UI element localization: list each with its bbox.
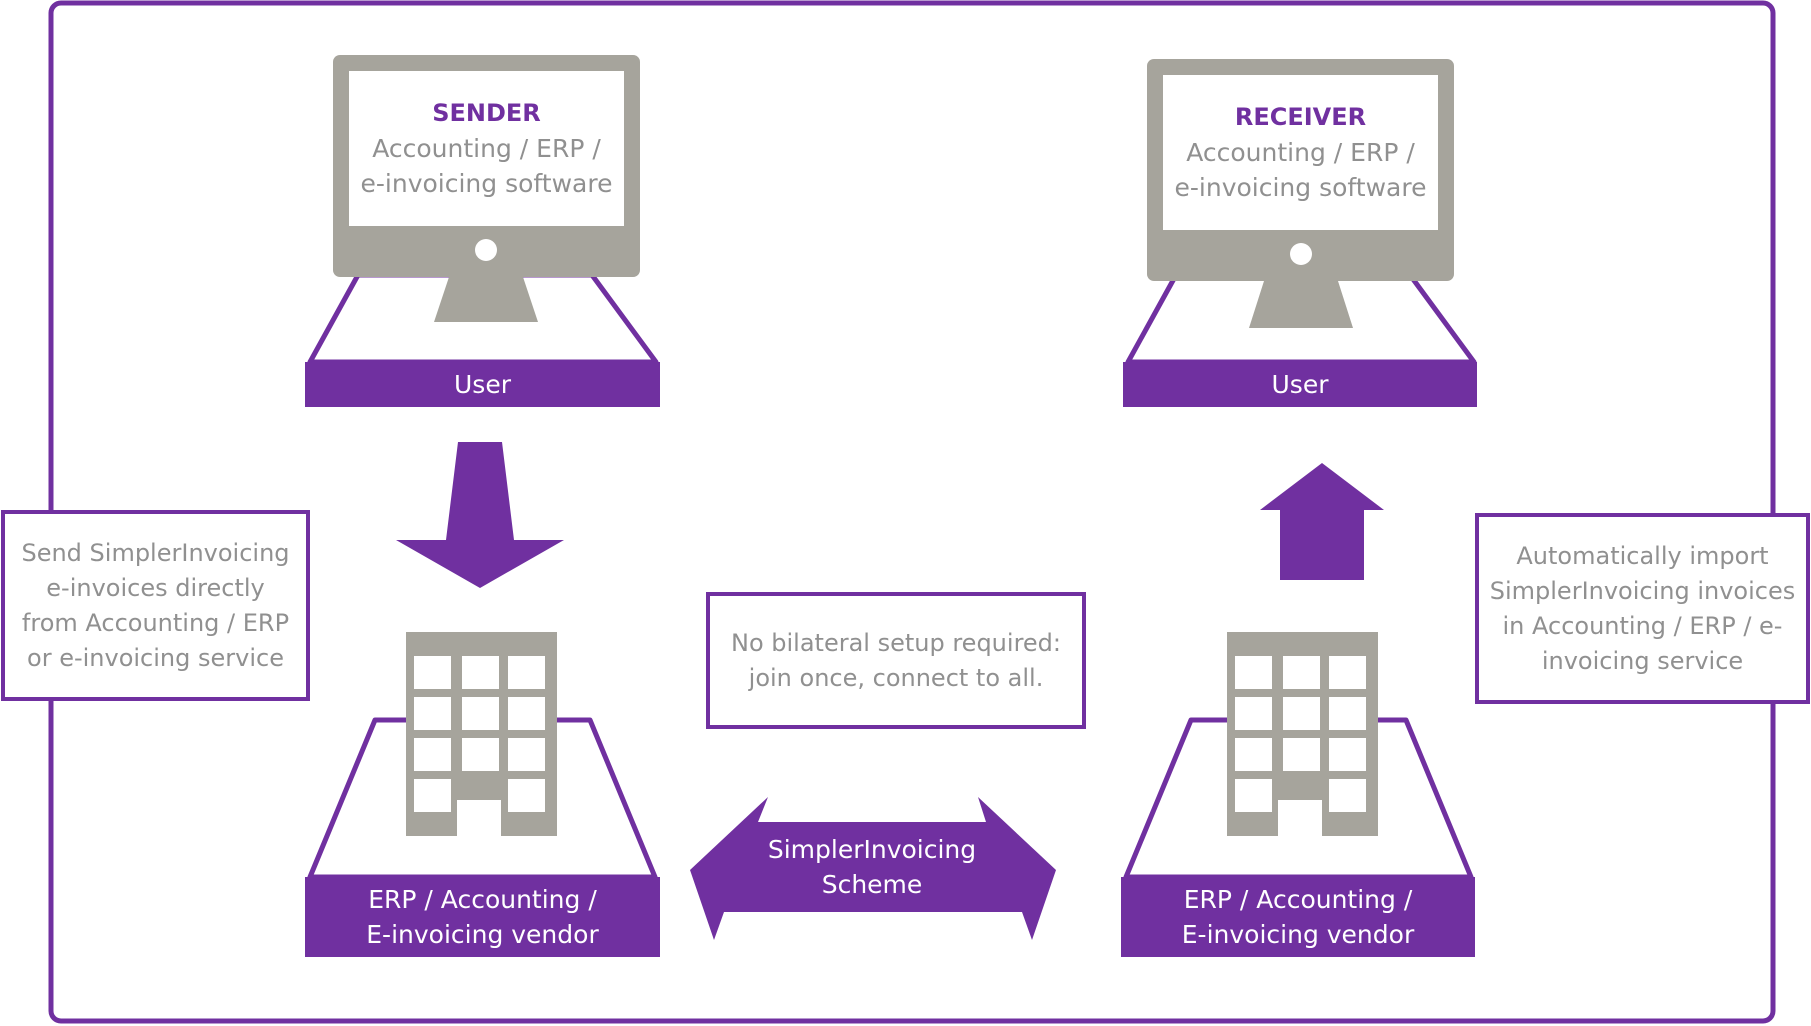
double-arrow-icon — [690, 797, 1056, 940]
receiver-user-bar — [1123, 362, 1477, 407]
sender-monitor-button — [475, 239, 497, 261]
receiver-building-gap — [1278, 800, 1322, 838]
sender-monitor-screen — [349, 71, 624, 226]
sender-vendor-bar — [305, 877, 660, 957]
receiver-monitor-button — [1290, 243, 1312, 265]
receiver-monitor-icon — [1123, 59, 1477, 407]
left-note-box — [1, 510, 310, 701]
receiver-vendor-bar — [1121, 877, 1475, 957]
sender-user-bar — [305, 362, 660, 407]
arrow-down-icon — [396, 442, 564, 588]
receiver-monitor-stand — [1249, 281, 1353, 328]
sender-monitor-icon — [305, 55, 660, 407]
center-note-box — [706, 592, 1086, 729]
sender-monitor-stand — [434, 277, 538, 322]
receiver-monitor-screen — [1163, 75, 1438, 230]
sender-office-building-icon — [305, 632, 660, 957]
receiver-building-windows — [1235, 656, 1366, 812]
sender-building-gap — [457, 800, 501, 838]
arrow-up-icon — [1260, 463, 1384, 580]
receiver-office-building-icon — [1121, 632, 1475, 957]
right-note-box — [1475, 513, 1810, 704]
sender-building-windows — [414, 656, 545, 812]
